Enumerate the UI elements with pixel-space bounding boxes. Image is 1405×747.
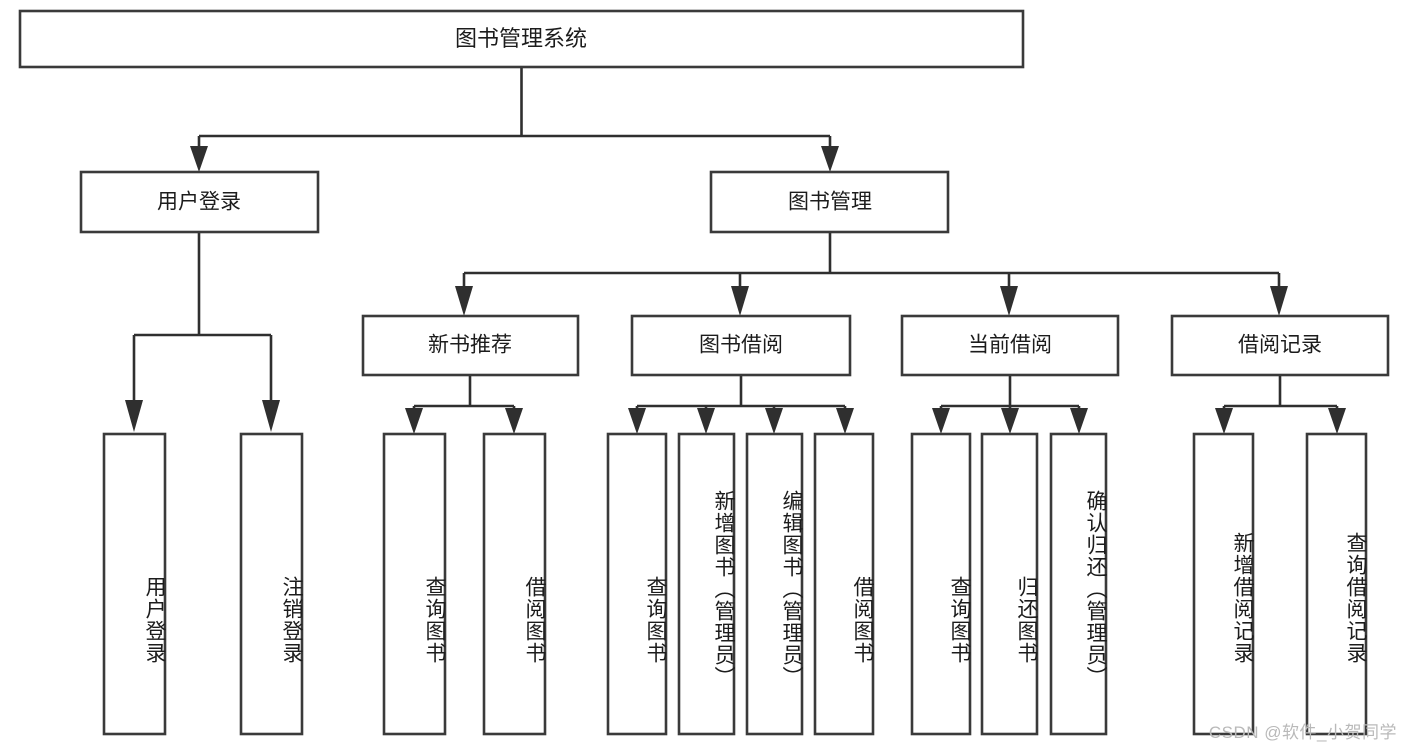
- node-new-book-recommend[interactable]: 新书推荐: [361, 314, 580, 377]
- arrow-borrow-record: [1270, 286, 1288, 316]
- arrow-leaf-query-book-1: [405, 408, 423, 434]
- leaf-edit-book-box[interactable]: [745, 432, 804, 736]
- arrow-leaf-user-logout: [262, 400, 280, 432]
- node-current-borrow-box[interactable]: [900, 314, 1120, 377]
- arrow-new-book-recommend: [455, 286, 473, 316]
- node-root-label: 图书管理系统: [455, 26, 587, 51]
- leaf-user-logout-box[interactable]: [239, 432, 304, 736]
- leaf-add-record-box[interactable]: [1192, 432, 1255, 736]
- leaf-query-record-box[interactable]: [1305, 432, 1368, 736]
- leaf-query-book-1-box[interactable]: [382, 432, 447, 736]
- arrow-leaf-confirm-return: [1070, 408, 1088, 434]
- leaf-borrow-book-2-box[interactable]: [813, 432, 875, 736]
- node-current-borrow[interactable]: 当前借阅: [900, 314, 1120, 377]
- arrow-current-borrow: [1000, 286, 1018, 316]
- arrow-leaf-add-book: [697, 408, 715, 434]
- arrow-leaf-user-login: [125, 400, 143, 432]
- leaf-return-book-box[interactable]: [980, 432, 1039, 736]
- leaf-query-book-3-box[interactable]: [910, 432, 972, 736]
- leaf-query-book-2-box[interactable]: [606, 432, 668, 736]
- node-book-manage-box[interactable]: [709, 170, 950, 234]
- leaf-user-login-box[interactable]: [102, 432, 167, 736]
- node-group: 图书管理系统 用户登录 图书管理 新书推荐 图书借阅: [18, 9, 1390, 736]
- watermark: CSDN @软件_小贺同学: [1208, 723, 1397, 742]
- edge-group: [125, 67, 1346, 434]
- arrow-leaf-edit-book: [765, 408, 783, 434]
- leaf-borrow-book-1-box[interactable]: [482, 432, 547, 736]
- arrow-leaf-borrow-book-1: [505, 408, 523, 434]
- arrow-root-to-book-manage: [821, 146, 839, 172]
- node-book-manage[interactable]: 图书管理: [709, 170, 950, 234]
- node-book-borrow[interactable]: 图书借阅: [630, 314, 852, 377]
- arrow-leaf-query-record: [1328, 408, 1346, 434]
- arrow-root-to-user-login: [190, 146, 208, 172]
- arrow-leaf-borrow-book-2: [836, 408, 854, 434]
- node-root[interactable]: 图书管理系统: [18, 9, 1025, 69]
- node-user-login-label: 用户登录: [157, 191, 241, 214]
- arrow-book-borrow: [731, 286, 749, 316]
- node-user-login-box[interactable]: [79, 170, 320, 234]
- node-root-box[interactable]: [18, 9, 1025, 69]
- node-new-book-recommend-box[interactable]: [361, 314, 580, 377]
- leaf-add-book-box[interactable]: [677, 432, 736, 736]
- arrow-leaf-add-record: [1215, 408, 1233, 434]
- arrow-leaf-query-book-2: [628, 408, 646, 434]
- leaf-confirm-return-box[interactable]: [1049, 432, 1108, 736]
- node-borrow-record[interactable]: 借阅记录: [1170, 314, 1390, 377]
- arrow-leaf-return-book: [1001, 408, 1019, 434]
- node-book-manage-label: 图书管理: [788, 191, 872, 214]
- node-borrow-record-label: 借阅记录: [1238, 334, 1322, 357]
- node-user-login[interactable]: 用户登录: [79, 170, 320, 234]
- node-book-borrow-box[interactable]: [630, 314, 852, 377]
- node-borrow-record-box[interactable]: [1170, 314, 1390, 377]
- node-new-book-recommend-label: 新书推荐: [428, 334, 512, 357]
- node-current-borrow-label: 当前借阅: [968, 334, 1052, 357]
- node-book-borrow-label: 图书借阅: [699, 334, 783, 357]
- arrow-leaf-query-book-3: [932, 408, 950, 434]
